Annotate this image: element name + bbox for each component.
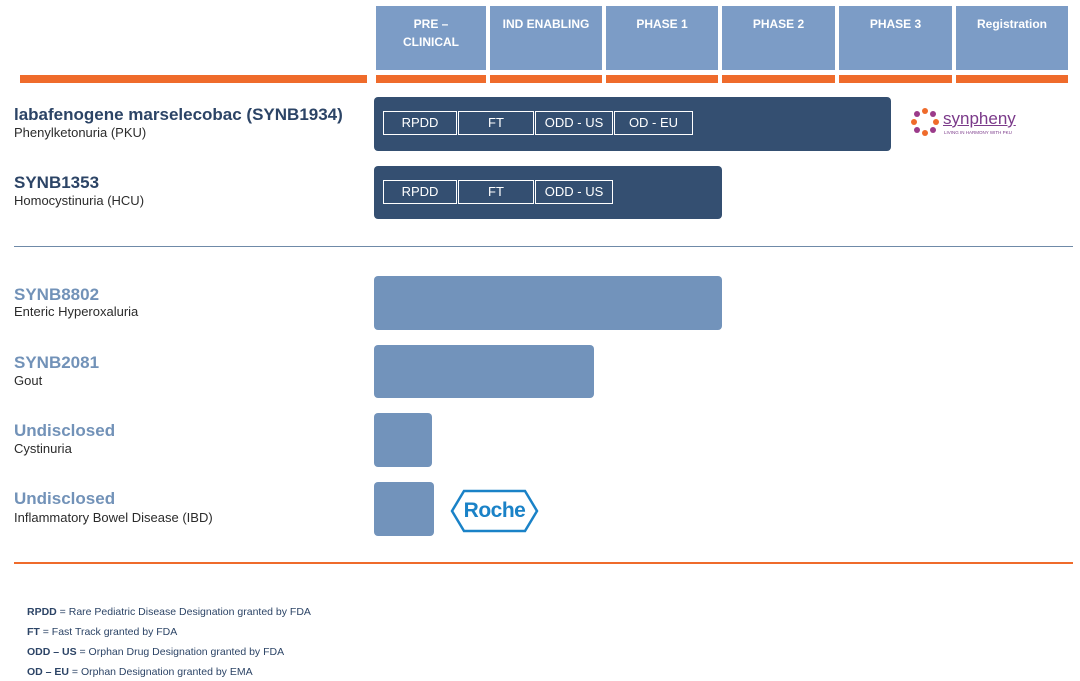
- roche-wordmark: Roche: [463, 499, 526, 522]
- phase-header-registration: Registration: [956, 6, 1068, 70]
- header-underline: [956, 75, 1068, 83]
- header-underline: [20, 75, 367, 83]
- legend-abbr: ODD – US: [27, 646, 77, 658]
- progress-bar: [374, 276, 722, 330]
- phase-label: PHASE 1: [636, 17, 688, 31]
- header-underline: [722, 75, 835, 83]
- header-underline: [839, 75, 952, 83]
- phase-header-ind-enabling: IND ENABLING: [490, 6, 602, 70]
- header-underline: [376, 75, 486, 83]
- progress-bar: [374, 413, 432, 467]
- designation-chip: RPDD: [383, 111, 457, 135]
- header-underline: [606, 75, 718, 83]
- roche-logo: Roche: [450, 489, 539, 533]
- synpheny-logo: synpheny LIVING IN HARMONY WITH PKU: [910, 107, 1020, 139]
- designation-chip: FT: [458, 180, 534, 204]
- program-name: SYNB1353: [14, 173, 100, 192]
- designation-chip: FT: [458, 111, 534, 135]
- phase-label: PRE – CLINICAL: [403, 17, 459, 49]
- legend-divider: [14, 562, 1073, 564]
- designation-chip: RPDD: [383, 180, 457, 204]
- legend-abbr: RPDD: [27, 606, 57, 618]
- program-indication: Inflammatory Bowel Disease (IBD): [14, 510, 213, 525]
- program-indication: Homocystinuria (HCU): [14, 193, 145, 208]
- legend-text: = Fast Track granted by FDA: [39, 626, 178, 638]
- program-name: labafenogene marselecobac (SYNB1934): [14, 105, 343, 124]
- program-name: SYNB8802: [14, 285, 100, 304]
- designation-chip: OD - EU: [614, 111, 693, 135]
- designation-chip: ODD - US: [535, 180, 613, 204]
- program-indication: Cystinuria: [14, 441, 72, 456]
- synpheny-wordmark: synpheny: [943, 109, 1016, 128]
- legend-item: ODD – US = Orphan Drug Designation grant…: [27, 645, 284, 659]
- phase-label: PHASE 2: [752, 17, 805, 31]
- program-indication: Enteric Hyperoxaluria: [14, 304, 139, 319]
- phase-header-phase2: PHASE 2: [722, 6, 835, 70]
- designation-chip: ODD - US: [535, 111, 613, 135]
- program-indication: Phenylketonuria (PKU): [14, 125, 147, 140]
- progress-bar: [374, 482, 434, 536]
- section-divider: [14, 246, 1073, 247]
- program-indication: Gout: [14, 373, 43, 388]
- legend-abbr: FT: [27, 626, 40, 638]
- legend-text: = Orphan Designation granted by EMA: [69, 666, 253, 678]
- phase-header-phase3: PHASE 3: [839, 6, 952, 70]
- legend-item: OD – EU = Orphan Designation granted by …: [27, 665, 253, 679]
- phase-label: PHASE 3: [869, 17, 922, 31]
- phase-header-preclinical: PRE – CLINICAL: [376, 6, 486, 70]
- synpheny-tagline: LIVING IN HARMONY WITH PKU: [944, 130, 1012, 135]
- progress-bar: [374, 345, 594, 398]
- phase-label: IND ENABLING: [502, 17, 590, 31]
- phase-header-phase1: PHASE 1: [606, 6, 718, 70]
- legend-item: RPDD = Rare Pediatric Disease Designatio…: [27, 605, 311, 619]
- legend-abbr: OD – EU: [27, 666, 70, 678]
- legend-text: = Rare Pediatric Disease Designation gra…: [56, 606, 311, 618]
- synpheny-icon: [911, 108, 939, 136]
- legend-item: FT = Fast Track granted by FDA: [27, 625, 177, 639]
- progress-bar: RPDD FT ODD - US OD - EU: [374, 97, 891, 151]
- roche-hexagon-icon: [450, 489, 539, 533]
- header-underline: [490, 75, 602, 83]
- phase-label: Registration: [976, 17, 1047, 31]
- program-name: Undisclosed: [14, 421, 116, 440]
- program-name: SYNB2081: [14, 353, 100, 372]
- progress-bar: RPDD FT ODD - US: [374, 166, 722, 219]
- legend-text: = Orphan Drug Designation granted by FDA: [76, 646, 285, 658]
- program-name: Undisclosed: [14, 489, 116, 508]
